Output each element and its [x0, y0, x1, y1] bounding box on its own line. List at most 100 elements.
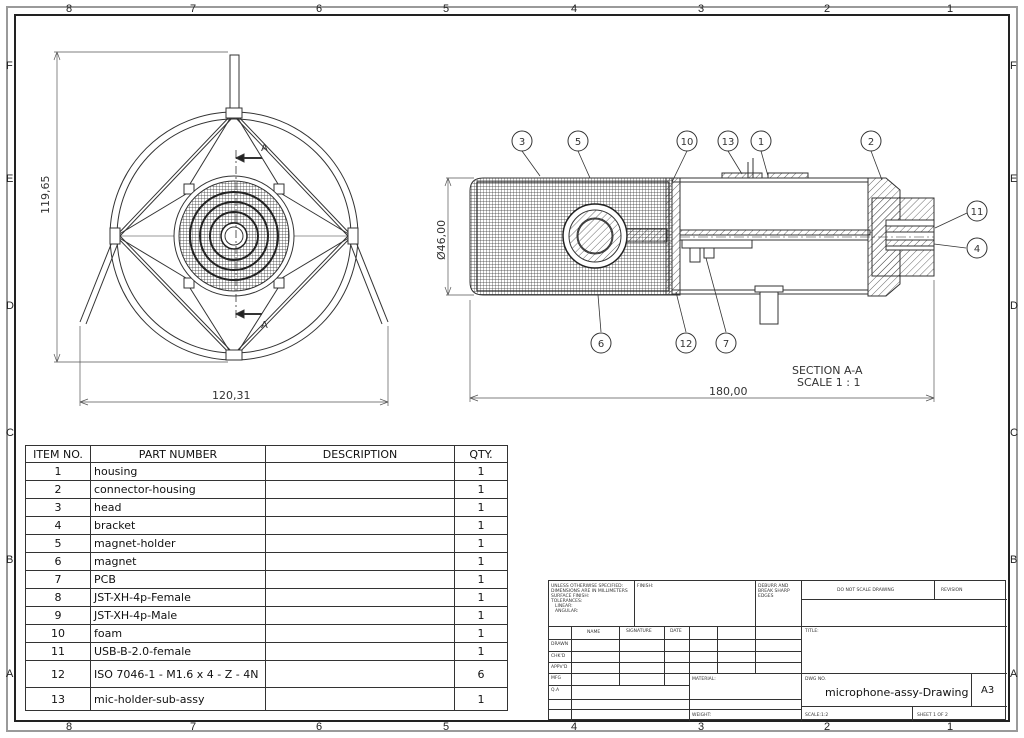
bom-qty: 1	[454, 624, 508, 643]
zone-row-D-left: D	[6, 300, 14, 312]
bom-item: 9	[25, 606, 91, 625]
balloon-12	[675, 332, 697, 354]
zone-row-C-right: C	[1010, 427, 1018, 439]
bom-item: 1	[25, 462, 91, 481]
balloon-13	[717, 130, 739, 152]
dimension-height: 119,65	[39, 176, 52, 215]
balloon-1-label: 1	[758, 137, 764, 148]
zone-row-C-left: C	[6, 427, 14, 439]
balloon-3-label: 3	[519, 137, 525, 148]
zone-row-A-left: A	[6, 668, 14, 680]
bom-description	[265, 516, 455, 535]
tb-linear: LINEAR:	[555, 604, 573, 609]
tb-name: NAME	[587, 630, 601, 635]
bom-description	[265, 606, 455, 625]
bom-description	[265, 624, 455, 643]
tb-sheet: SHEET 1 OF 2	[917, 713, 948, 718]
bom-part: mic-holder-sub-assy	[90, 687, 266, 711]
bom-item: 13	[25, 687, 91, 711]
zone-col-8-bottom: 8	[66, 721, 73, 733]
tb-edges: EDGES	[758, 594, 774, 599]
bom-qty: 1	[454, 534, 508, 553]
bom-header-part: PART NUMBER	[90, 445, 266, 463]
bom-qty: 1	[454, 642, 508, 661]
balloon-11-label: 11	[971, 207, 984, 218]
zone-col-6-top: 6	[316, 3, 323, 15]
front-view	[79, 54, 389, 361]
bom-item: 2	[25, 480, 91, 499]
bom-part: connector-housing	[90, 480, 266, 499]
dimension-length: 180,00	[709, 385, 748, 398]
tb-title: TITLE:	[805, 629, 819, 634]
bom-part: bracket	[90, 516, 266, 535]
section-title: SECTION A-A	[792, 364, 863, 377]
balloon-4	[966, 237, 988, 259]
balloon-1	[750, 130, 772, 152]
tb-angular: ANGULAR:	[555, 609, 579, 614]
bom-qty: 1	[454, 498, 508, 517]
zone-col-2-bottom: 2	[824, 721, 831, 733]
drawing-border	[14, 14, 1010, 722]
bom-qty: 1	[454, 552, 508, 571]
bom-qty: 1	[454, 606, 508, 625]
balloon-13-label: 13	[722, 137, 735, 148]
zone-row-D-right: D	[1010, 300, 1018, 312]
zone-row-A-right: A	[1010, 668, 1018, 680]
zone-col-3-bottom: 3	[698, 721, 705, 733]
bom-item: 5	[25, 534, 91, 553]
balloon-7-label: 7	[723, 339, 729, 350]
bom-item: 3	[25, 498, 91, 517]
zone-col-4-bottom: 4	[571, 721, 578, 733]
zone-col-5-bottom: 5	[443, 721, 450, 733]
bom-header-description: DESCRIPTION	[265, 445, 455, 463]
tb-tolerances: TOLERANCES:	[551, 599, 583, 604]
zone-col-3-top: 3	[698, 3, 705, 15]
bom-qty: 1	[454, 588, 508, 607]
bom-part: head	[90, 498, 266, 517]
bom-item: 7	[25, 570, 91, 589]
bom-description	[265, 498, 455, 517]
bom-item: 6	[25, 552, 91, 571]
balloon-4-label: 4	[974, 244, 980, 255]
bom-qty: 1	[454, 462, 508, 481]
tb-revision: REVISION	[941, 588, 963, 593]
bom-part: magnet-holder	[90, 534, 266, 553]
balloon-3	[511, 130, 533, 152]
bom-qty: 1	[454, 480, 508, 499]
bom-part: foam	[90, 624, 266, 643]
tb-dwg-no-label: DWG NO.	[805, 677, 826, 682]
section-view	[469, 158, 935, 325]
tb-surface: SURFACE FINISH:	[551, 594, 590, 599]
bom-description	[265, 462, 455, 481]
balloon-2	[860, 130, 882, 152]
bom-description	[265, 687, 455, 711]
tb-mfg: MFG	[551, 676, 561, 681]
tb-drawn: DRAWN	[551, 642, 569, 647]
bom-qty: 1	[454, 570, 508, 589]
bom-description	[265, 570, 455, 589]
bom-description	[265, 534, 455, 553]
zone-col-2-top: 2	[824, 3, 831, 15]
bom-item: 8	[25, 588, 91, 607]
dimension-diameter: Ø46,00	[435, 220, 448, 260]
bom-item: 4	[25, 516, 91, 535]
balloons: 3 5 10 13 1 2 11 4 6 12 7	[511, 130, 988, 354]
bom-description	[265, 642, 455, 661]
zone-col-6-bottom: 6	[316, 721, 323, 733]
tb-deburr: DEBURR AND	[758, 584, 789, 589]
balloon-6	[590, 332, 612, 354]
bom-description	[265, 552, 455, 571]
bom-part: magnet	[90, 552, 266, 571]
tb-date: DATE	[670, 629, 682, 634]
balloon-10	[676, 130, 698, 152]
